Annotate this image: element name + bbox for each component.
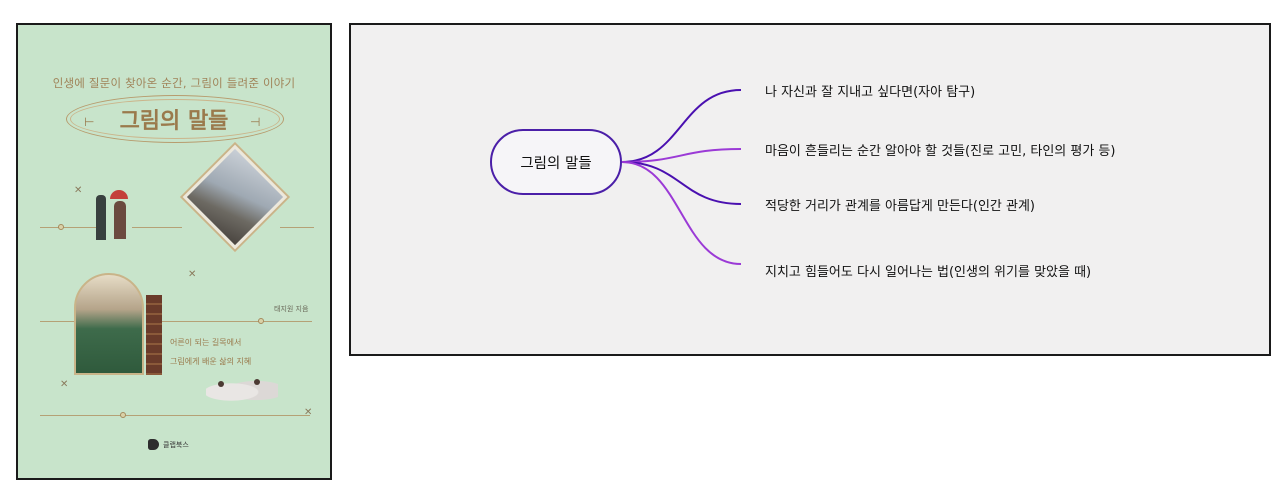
cover-dot bbox=[258, 318, 264, 324]
connector-branch-1 bbox=[621, 89, 742, 163]
book-cover: 인생에 질문이 찾아온 순간, 그림이 들려준 이야기 ⊢ 그림의 말들 ⊣ ✕… bbox=[16, 23, 332, 480]
cover-tagline: 어른이 되는 길목에서 그림에게 배운 삶의 지혜 bbox=[170, 333, 251, 371]
cover-title: 그림의 말들 bbox=[119, 108, 229, 134]
sparkle-icon: ✕ bbox=[188, 269, 197, 280]
cover-author: 태지원 지음 bbox=[274, 305, 309, 313]
cover-dot bbox=[120, 412, 126, 418]
cover-dot bbox=[58, 224, 64, 230]
mind-map-branch[interactable]: 나 자신과 잘 지내고 싶다면(자아 탐구) bbox=[765, 85, 976, 100]
sparkle-icon: ✕ bbox=[60, 379, 69, 390]
reading-woman-painting bbox=[74, 273, 144, 375]
mind-map-branch[interactable]: 마음이 흔들리는 순간 알아야 할 것들(진로 고민, 타인의 평가 등) bbox=[765, 144, 1116, 159]
mind-map: 그림의 말들 나 자신과 잘 지내고 싶다면(자아 탐구) 마음이 흔들리는 순… bbox=[349, 23, 1271, 356]
title-oval-frame bbox=[66, 95, 284, 143]
cover-divider bbox=[280, 227, 314, 228]
bookshelf-illustration bbox=[146, 295, 162, 375]
cover-divider bbox=[132, 227, 182, 228]
ballet-dancers-illustration bbox=[206, 377, 278, 407]
mind-map-center-node[interactable]: 그림의 말들 bbox=[490, 129, 622, 195]
cover-divider bbox=[40, 227, 98, 228]
dancer-head bbox=[254, 379, 260, 385]
cover-divider bbox=[162, 321, 312, 322]
cover-divider bbox=[40, 415, 310, 416]
tagline-line: 어른이 되는 길목에서 bbox=[170, 338, 242, 347]
mind-map-branch[interactable]: 적당한 거리가 관계를 아름답게 만든다(인간 관계) bbox=[765, 199, 1036, 214]
publisher-name: 클랩북스 bbox=[163, 440, 189, 449]
cover-publisher: 클랩북스 bbox=[148, 439, 189, 450]
connector-branch-3 bbox=[621, 161, 742, 205]
connector-branch-2 bbox=[621, 148, 742, 163]
lady-figure-illustration bbox=[114, 201, 126, 239]
mind-map-connectors bbox=[621, 89, 742, 265]
title-oval-inner-frame bbox=[70, 99, 280, 139]
gentleman-figure-illustration bbox=[96, 195, 106, 240]
sparkle-icon: ✕ bbox=[304, 407, 313, 418]
title-ornament-left: ⊢ bbox=[84, 115, 95, 129]
red-umbrella-illustration bbox=[110, 190, 128, 199]
title-ornament-right: ⊣ bbox=[250, 115, 261, 129]
cover-divider bbox=[40, 321, 74, 322]
sparkle-icon: ✕ bbox=[74, 185, 83, 196]
tagline-line: 그림에게 배운 삶의 지혜 bbox=[170, 357, 252, 366]
publisher-logo-icon bbox=[148, 439, 159, 450]
cover-subtitle: 인생에 질문이 찾아온 순간, 그림이 들려준 이야기 bbox=[52, 76, 296, 90]
dancer-head bbox=[218, 381, 224, 387]
street-painting-illustration bbox=[186, 148, 284, 246]
connector-branch-4 bbox=[621, 161, 742, 265]
mind-map-branch[interactable]: 지치고 힘들어도 다시 일어나는 법(인생의 위기를 맞았을 때) bbox=[765, 265, 1092, 280]
